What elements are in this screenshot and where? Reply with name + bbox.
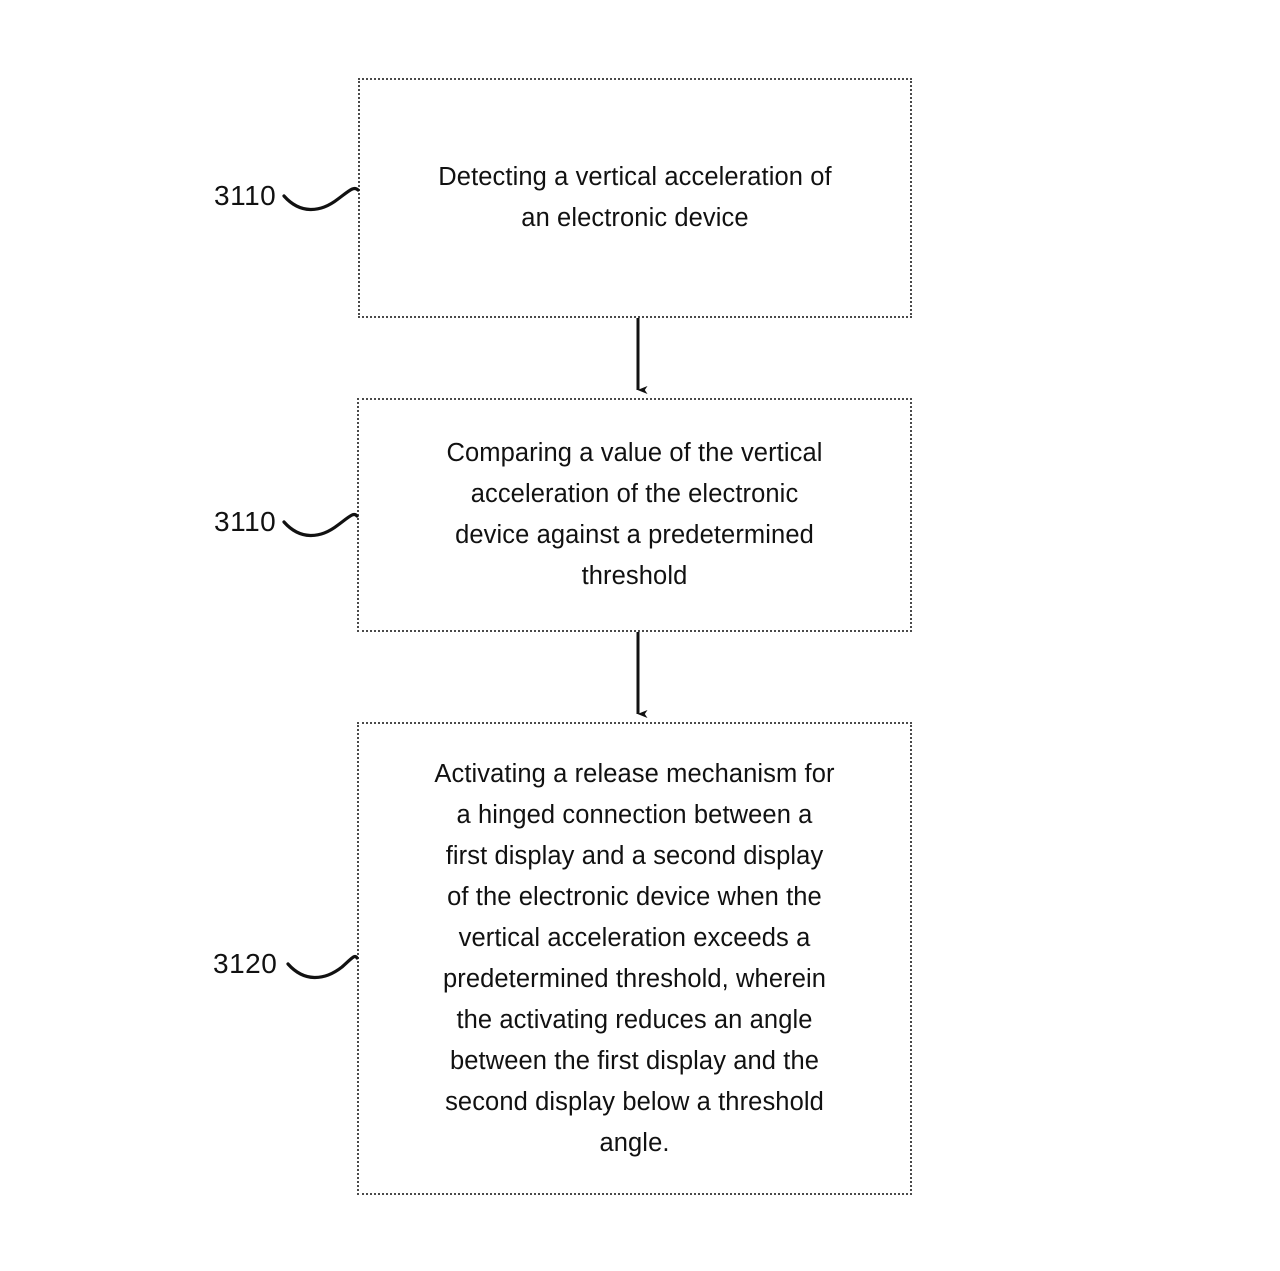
flowchart-step-box-3: Activating a release mechanism for a hin… (357, 722, 912, 1195)
reference-numeral-step-3: 3120 (213, 948, 278, 979)
reference-numeral-step-2: 3110 (214, 506, 277, 537)
flowchart-step-1-text: Detecting a vertical acceleration of an … (438, 163, 832, 232)
leader-line-step-3 (286, 954, 359, 980)
leader-line-step-2 (282, 512, 359, 538)
flowchart-step-box-1: Detecting a vertical acceleration of an … (358, 78, 912, 318)
flowchart-step-box-2: Comparing a value of the vertical accele… (357, 398, 912, 632)
flowchart-step-2-text: Comparing a value of the vertical accele… (446, 439, 823, 590)
leader-line-step-1 (282, 186, 360, 212)
reference-numeral-step-1: 3110 (214, 180, 277, 211)
flowchart-step-3-text: Activating a release mechanism for a hin… (434, 759, 835, 1157)
